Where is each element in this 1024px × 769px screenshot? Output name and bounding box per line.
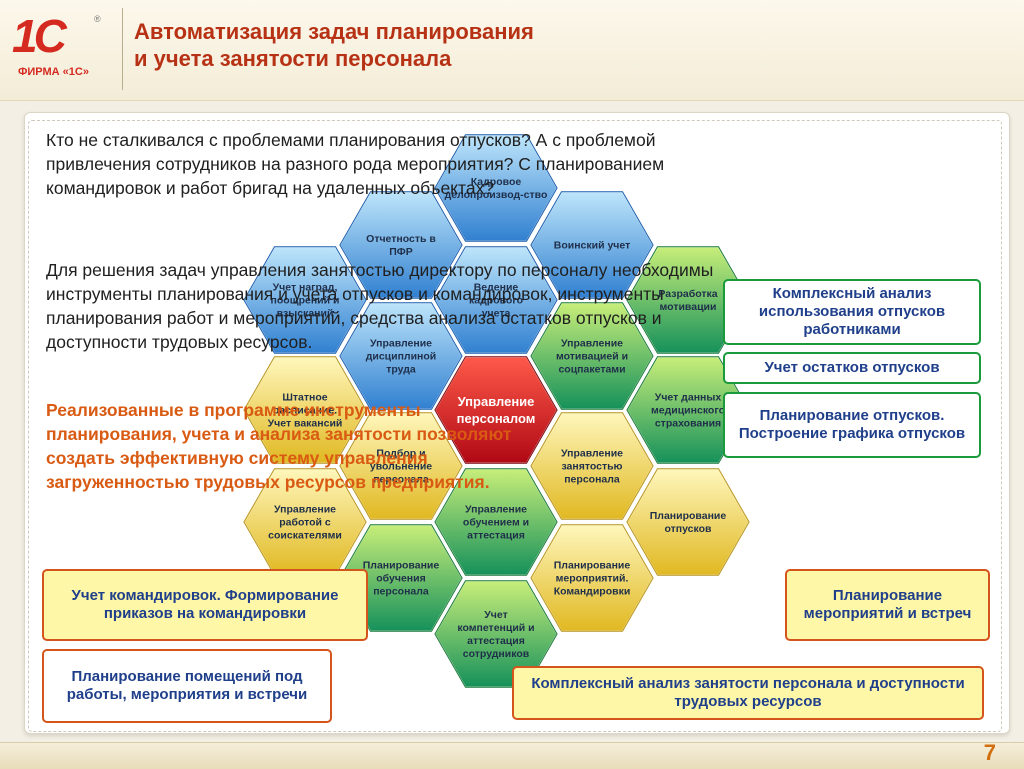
hex-cell <box>528 522 656 634</box>
box-vacation-planning-text: Планирование отпусков. Построение график… <box>738 407 966 442</box>
hex-cell-outline <box>530 524 654 632</box>
hex-cell-outline <box>530 191 654 299</box>
hex-cell-outline <box>434 356 558 464</box>
box-employment-analysis-text: Комплексный анализ занятости персонала и… <box>531 675 965 710</box>
hex-cell <box>528 300 656 412</box>
box-vacation-analysis: Комплексный анализ использования отпуско… <box>723 279 981 345</box>
hex-cell-outline <box>530 302 654 410</box>
logo-text: ФИРМА «1С» <box>18 66 89 78</box>
hex-cell-outline <box>339 524 463 632</box>
hex-cell <box>432 466 560 578</box>
hex-cell-outline <box>243 246 367 354</box>
hex-cell-outline <box>626 468 750 576</box>
box-vacation-analysis-text: Комплексный анализ использования отпуско… <box>758 285 946 338</box>
hex-cell-outline <box>434 134 558 242</box>
hex-cell-outline <box>530 412 654 520</box>
box-rooms-planning-text: Планирование помещений под работы, мероп… <box>66 668 308 703</box>
hex-cell-outline <box>339 412 463 520</box>
title-line-2: и учета занятости персонала <box>134 46 452 71</box>
hex-cell-outline <box>339 191 463 299</box>
hex-cell-outline <box>243 356 367 464</box>
hex-cell-outline <box>339 302 463 410</box>
logo-registered-mark: ® <box>94 14 101 24</box>
hex-cell <box>528 189 656 301</box>
content-frame <box>28 120 1002 732</box>
box-business-trips-text: Учет командировок. Формирование приказов… <box>71 587 339 622</box>
logo-mark: 1С <box>12 10 67 62</box>
hex-cell <box>241 354 369 466</box>
hex-cell <box>432 354 560 466</box>
intro-paragraph: Кто не сталкивался с проблемами планиров… <box>46 130 665 198</box>
hex-label: Воинский учет <box>554 240 631 252</box>
hex-cell-outline <box>434 468 558 576</box>
hex-cell <box>337 410 465 522</box>
hex-cell-outline <box>434 580 558 688</box>
box-employment-analysis: Комплексный анализ занятости персонала и… <box>512 666 984 720</box>
box-vacation-planning: Планирование отпусков. Построение график… <box>723 392 981 458</box>
box-events-planning-text: Планирование мероприятий и встреч <box>803 587 972 622</box>
slide-title: Автоматизация задач планирования и учета… <box>134 18 534 72</box>
slide-footer <box>0 742 1024 769</box>
highlight-paragraph: Реализованные в программе инструменты пл… <box>46 400 512 492</box>
box-business-trips: Учет командировок. Формирование приказов… <box>42 569 368 641</box>
hex-cell <box>337 300 465 412</box>
hex-cell <box>432 132 560 244</box>
header-divider <box>122 8 123 90</box>
hex-cell <box>624 466 752 578</box>
slide-header: 1С ® ФИРМА «1С» Автоматизация задач план… <box>0 0 1024 101</box>
hex-cell <box>432 244 560 356</box>
box-vacation-balance-text: Учет остатков отпусков <box>764 359 940 376</box>
needs-paragraph: Для решения задач управления занятостью … <box>46 260 714 352</box>
hex-cell <box>432 578 560 690</box>
hex-cell <box>241 244 369 356</box>
firm-logo: 1С ® ФИРМА «1С» <box>12 10 114 86</box>
hex-cell <box>337 522 465 634</box>
box-events-planning: Планирование мероприятий и встреч <box>785 569 990 641</box>
hex-cell <box>528 410 656 522</box>
box-vacation-balance: Учет остатков отпусков <box>723 352 981 384</box>
title-line-1: Автоматизация задач планирования <box>134 19 534 44</box>
hex-cell <box>337 189 465 301</box>
page-number: 7 <box>983 740 996 765</box>
hex-cell-outline <box>434 246 558 354</box>
box-rooms-planning: Планирование помещений под работы, мероп… <box>42 649 332 723</box>
